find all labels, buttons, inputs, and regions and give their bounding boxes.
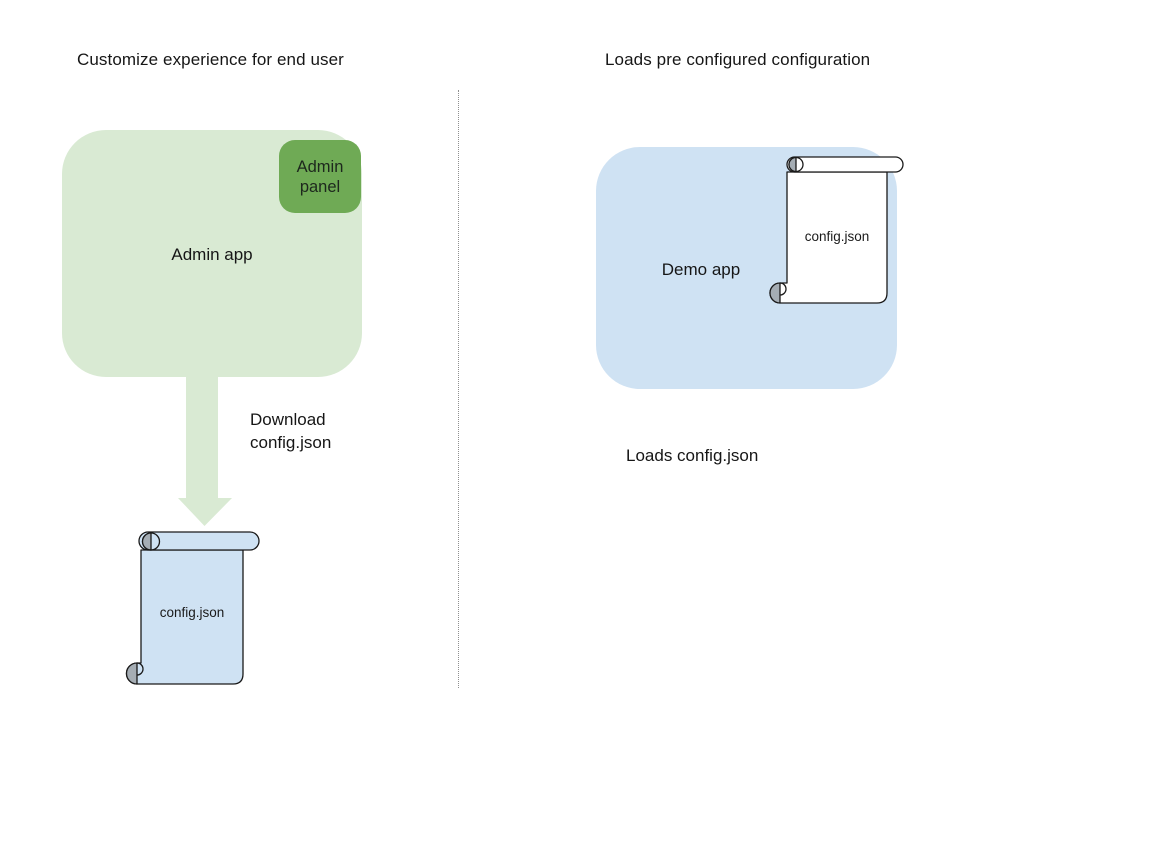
download-caption: Download config.json (250, 410, 332, 452)
config-scroll-left-icon (125, 531, 260, 685)
config-file-label-right: config.json (804, 229, 870, 244)
config-scroll-right-icon (769, 156, 904, 304)
demo-app-label: Demo app (661, 260, 741, 279)
admin-app-label: Admin app (171, 245, 253, 264)
left-section-title: Customize experience for end user (77, 50, 344, 69)
loads-config-caption: Loads config.json (626, 446, 759, 465)
right-section-title: Loads pre configured configuration (605, 50, 871, 69)
admin-app-box: Admin panel Admin app (62, 130, 362, 377)
config-file-label-left: config.json (159, 605, 225, 620)
section-divider (458, 90, 459, 688)
admin-panel-box: Admin panel (279, 140, 361, 213)
admin-panel-label: Admin panel (296, 157, 344, 196)
download-arrow-icon (178, 377, 232, 526)
